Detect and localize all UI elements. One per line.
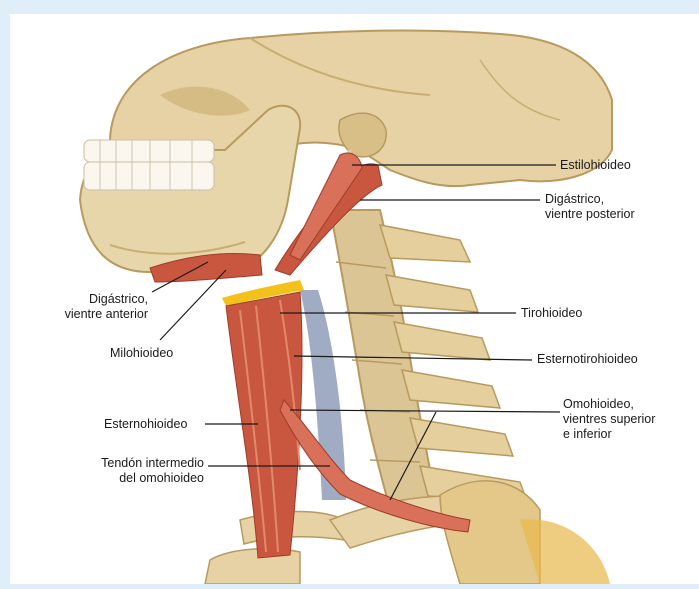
hyoid-bone <box>222 280 304 306</box>
label-milohioideo: Milohioideo <box>110 346 174 360</box>
leader-lines <box>151 164 561 501</box>
label-tirohioideo: Tirohioideo <box>521 306 583 320</box>
label-omohioideo: Omohioideo, vientres superior e inferior <box>563 397 656 441</box>
label-esternotirohioideo: Esternotirohioideo <box>537 352 638 366</box>
leader-milohioideo <box>159 269 227 341</box>
leader-omohioideo-inferior <box>389 411 437 501</box>
label-esternohioideo: Esternohioideo <box>104 417 188 431</box>
leader-omohioideo-superior <box>289 409 561 413</box>
label-estilohioideo: Estilohioideo <box>560 158 631 172</box>
label-digastrico-vientre-posterior: Digástrico, vientre posterior <box>545 192 635 221</box>
cervical-spine <box>328 209 530 522</box>
teeth <box>83 139 215 191</box>
label-tendon-intermedio-omohioideo: Tendón intermedio del omohioideo <box>101 456 204 485</box>
leader-esternotirohioideo <box>293 355 533 361</box>
trachea <box>300 290 346 500</box>
leader-digastrico-anterior <box>151 261 209 293</box>
suprahyoid-muscles <box>149 152 383 283</box>
label-digastrico-vientre-anterior: Digástrico, vientre anterior <box>64 292 148 321</box>
